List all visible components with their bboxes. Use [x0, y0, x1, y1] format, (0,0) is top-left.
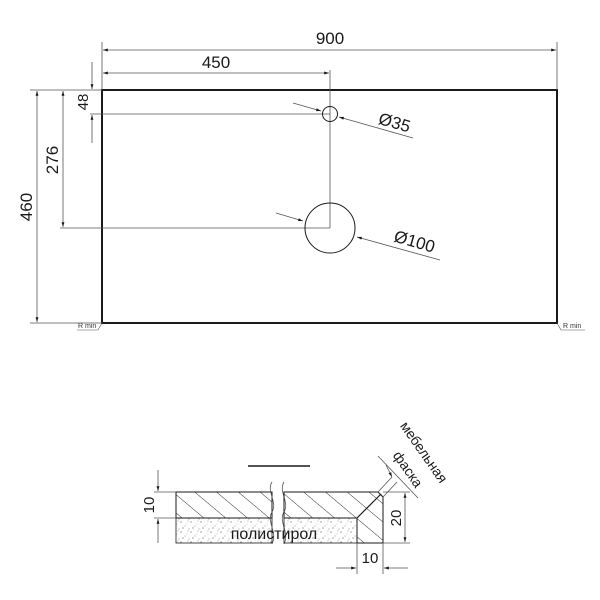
countertop-outline [101, 89, 558, 324]
top-thickness-dimension: 10 [141, 470, 176, 543]
section-view: полистирол 10 20 10 [141, 418, 451, 574]
width-dimension: 900 [101, 29, 558, 90]
hole-offset-x-label: 450 [202, 53, 230, 72]
hole-offset-x-dimension: 450 [103, 53, 331, 228]
chamfer-inner-line [356, 493, 382, 519]
edge-width-label: 10 [362, 550, 379, 567]
top-thickness-label: 10 [141, 497, 158, 514]
large-hole: Ø100 [275, 202, 441, 261]
edge-height-dimension: 20 [383, 491, 410, 544]
edge-height-label: 20 [388, 510, 405, 527]
small-hole: Ø35 [292, 102, 414, 139]
large-hole-offset-y-dimension: 276 [43, 91, 330, 229]
corner-radius-right: R min [556, 322, 585, 331]
edge-width-dimension: 10 [336, 543, 408, 574]
height-dimension: 460 [17, 89, 102, 324]
top-view: 900 450 460 276 48 [17, 29, 585, 331]
corner-left-label: R min [78, 323, 96, 330]
small-hole-offset-y-label: 48 [75, 94, 92, 111]
corner-right-label: R min [563, 323, 581, 330]
small-hole-diameter-label: Ø35 [376, 109, 412, 136]
large-hole-diameter-label: Ø100 [392, 227, 437, 257]
core-material-label: полистирол [231, 526, 318, 543]
chamfer-callout: мебельная фаска [377, 418, 451, 499]
width-label: 900 [316, 29, 344, 48]
small-hole-offset-y-dimension: 48 [75, 62, 330, 143]
foam-layer-left [175, 517, 273, 544]
foam-layer-right [283, 517, 358, 544]
large-hole-offset-y-label: 276 [43, 146, 62, 174]
break-line-left [269, 481, 275, 545]
corner-radius-left: R min [77, 322, 103, 331]
height-label: 460 [17, 193, 36, 221]
stone-layer-left [175, 491, 273, 519]
